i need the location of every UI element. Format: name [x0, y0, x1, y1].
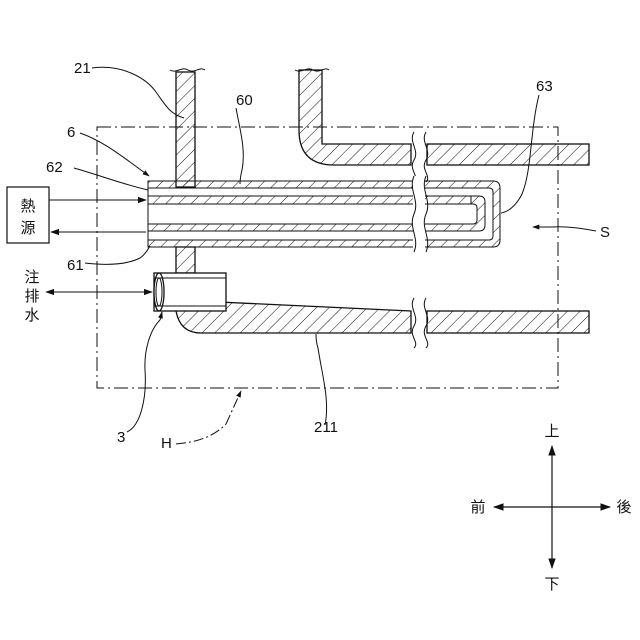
heat-pipe	[148, 176, 500, 252]
water-port-label: 注 排 水	[24, 268, 39, 324]
ref-fitting: 3	[117, 429, 125, 446]
water-port-label-1: 注	[24, 268, 39, 286]
drain-fitting	[154, 273, 226, 311]
leader-lines	[74, 67, 596, 444]
bottom-wall	[176, 298, 589, 348]
direction-up: 上	[544, 422, 559, 440]
ref-pipe-cover: 60	[236, 92, 253, 109]
ref-pipe-bend: 63	[536, 78, 553, 95]
heat-source: 熱 源	[7, 187, 49, 243]
ref-unit: 6	[67, 124, 75, 141]
region-boundary	[97, 127, 558, 388]
ref-region: H	[161, 435, 172, 452]
ref-wall-bottom: 211	[314, 419, 338, 436]
direction-indicator: 上 下 前 後	[470, 422, 631, 593]
direction-back: 後	[616, 498, 631, 516]
heat-source-label-2: 源	[20, 219, 35, 237]
ref-pipe-top: 62	[46, 159, 63, 176]
water-port-label-2: 排	[24, 287, 39, 305]
heat-source-label-1: 熱	[20, 197, 35, 215]
ref-pipe-bottom: 61	[67, 257, 84, 274]
pipe-cover	[148, 181, 500, 247]
ref-space: S	[600, 224, 610, 241]
direction-down: 下	[544, 575, 559, 593]
direction-front: 前	[470, 498, 485, 516]
ref-wall-vertical: 21	[74, 60, 91, 77]
water-port-label-3: 水	[24, 306, 39, 324]
